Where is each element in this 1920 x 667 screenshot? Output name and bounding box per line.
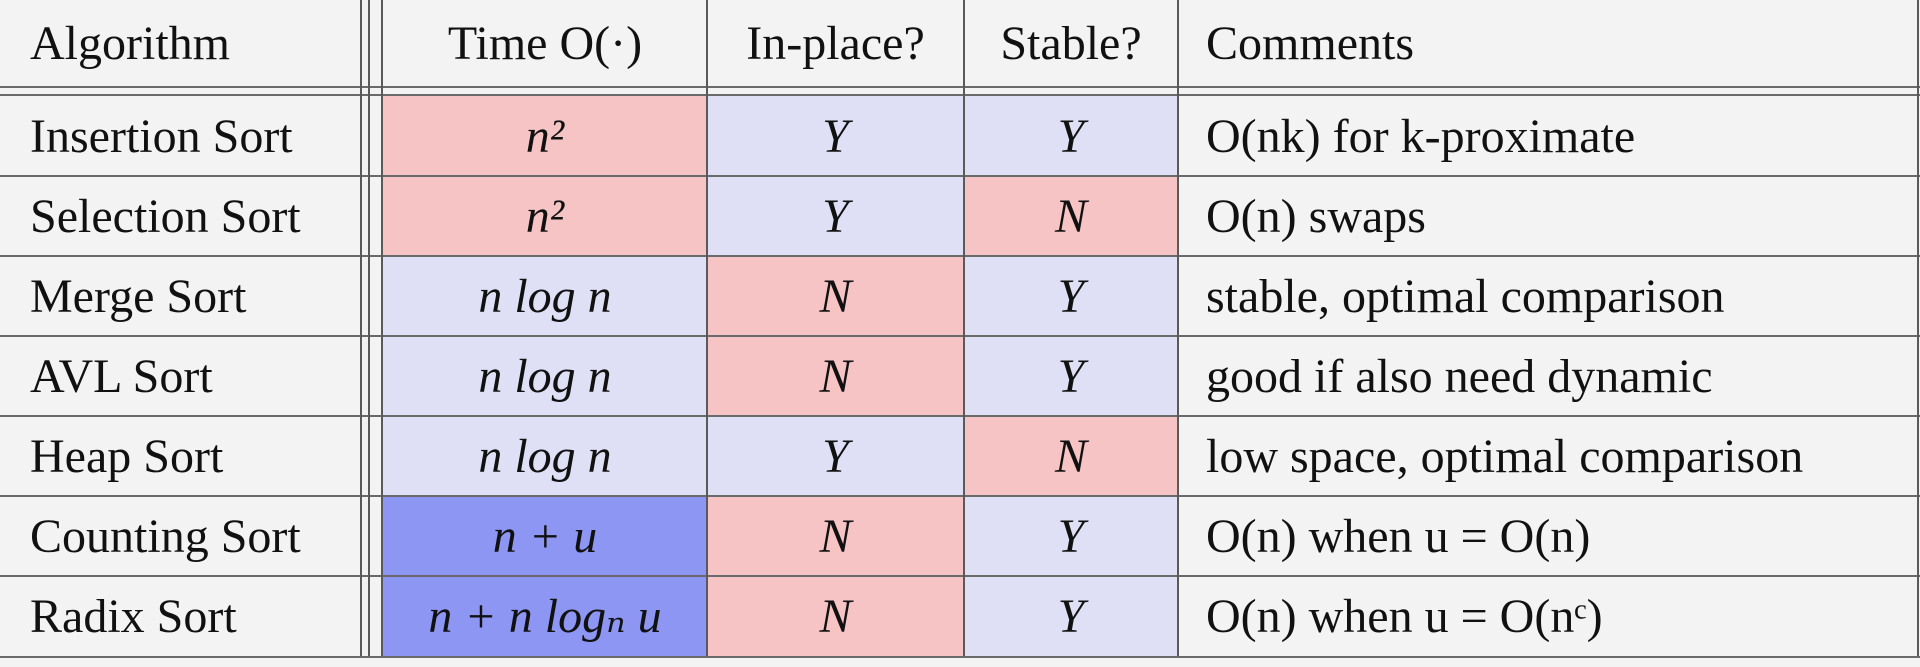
stable-cell: Y (964, 496, 1178, 576)
column-divider (1177, 0, 1179, 656)
comments-cell: O(nk) for k-proximate (1206, 109, 1636, 163)
row-divider (0, 415, 1920, 417)
stable-cell: Y (964, 576, 1178, 656)
column-divider-double-2 (368, 0, 370, 656)
algorithm-cell: Radix Sort (30, 589, 237, 643)
algorithm-cell: Counting Sort (30, 509, 301, 563)
row-divider (0, 335, 1920, 337)
comments-cell: stable, optimal comparison (1206, 269, 1725, 323)
table-row: Heap Sort n log n Y N low space, optimal… (0, 416, 1920, 496)
header-row: Algorithm Time O(·) In-place? Stable? Co… (0, 0, 1920, 86)
time-cell: n + u (383, 496, 707, 576)
comments-cell: O(n) swaps (1206, 189, 1426, 243)
algorithm-cell: Heap Sort (30, 429, 224, 483)
header-rule-bottom (0, 94, 1920, 96)
time-cell: n log n (383, 256, 707, 336)
header-algorithm: Algorithm (30, 16, 230, 70)
stable-cell: N (964, 416, 1178, 496)
stable-cell: Y (964, 336, 1178, 416)
time-cell: n² (383, 96, 707, 176)
comments-cell: O(n) when u = O(n) (1206, 509, 1591, 563)
time-cell: n log n (383, 416, 707, 496)
table-row: AVL Sort n log n N Y good if also need d… (0, 336, 1920, 416)
time-cell: n + n logₙ u (383, 576, 707, 656)
algorithm-cell: Insertion Sort (30, 109, 293, 163)
algorithm-cell: Merge Sort (30, 269, 247, 323)
time-cell: n log n (383, 336, 707, 416)
row-divider (0, 575, 1920, 577)
table-row: Selection Sort n² Y N O(n) swaps (0, 176, 1920, 256)
column-divider-double-1 (360, 0, 362, 656)
header-time: Time O(·) (447, 16, 643, 70)
column-divider-double-3 (381, 0, 383, 656)
in-place-cell: N (707, 576, 964, 656)
stable-cell: N (964, 176, 1178, 256)
in-place-cell: N (707, 496, 964, 576)
in-place-cell: Y (707, 96, 964, 176)
table-right-edge (1917, 0, 1919, 656)
row-divider (0, 175, 1920, 177)
stable-cell: Y (964, 256, 1178, 336)
in-place-cell: N (707, 256, 964, 336)
algorithm-cell: AVL Sort (30, 349, 213, 403)
in-place-cell: N (707, 336, 964, 416)
row-divider (0, 255, 1920, 257)
comments-cell: O(n) when u = O(nᶜ) (1206, 589, 1603, 643)
table-row: Counting Sort n + u N Y O(n) when u = O(… (0, 496, 1920, 576)
table-row: Radix Sort n + n logₙ u N Y O(n) when u … (0, 576, 1920, 656)
comments-cell: good if also need dynamic (1206, 349, 1713, 403)
header-stable: Stable? (1000, 16, 1142, 70)
header-comments: Comments (1206, 16, 1415, 70)
in-place-cell: Y (707, 416, 964, 496)
table-row: Merge Sort n log n N Y stable, optimal c… (0, 256, 1920, 336)
column-divider (963, 0, 965, 656)
header-rule-top (0, 86, 1920, 88)
time-cell: n² (383, 176, 707, 256)
column-divider (706, 0, 708, 656)
header-in-place: In-place? (746, 16, 925, 70)
stable-cell: Y (964, 96, 1178, 176)
row-divider (0, 495, 1920, 497)
algorithm-cell: Selection Sort (30, 189, 301, 243)
table-bottom-rule (0, 656, 1920, 658)
in-place-cell: Y (707, 176, 964, 256)
comments-cell: low space, optimal comparison (1206, 429, 1804, 483)
table-row: Insertion Sort n² Y Y O(nk) for k-proxim… (0, 96, 1920, 176)
